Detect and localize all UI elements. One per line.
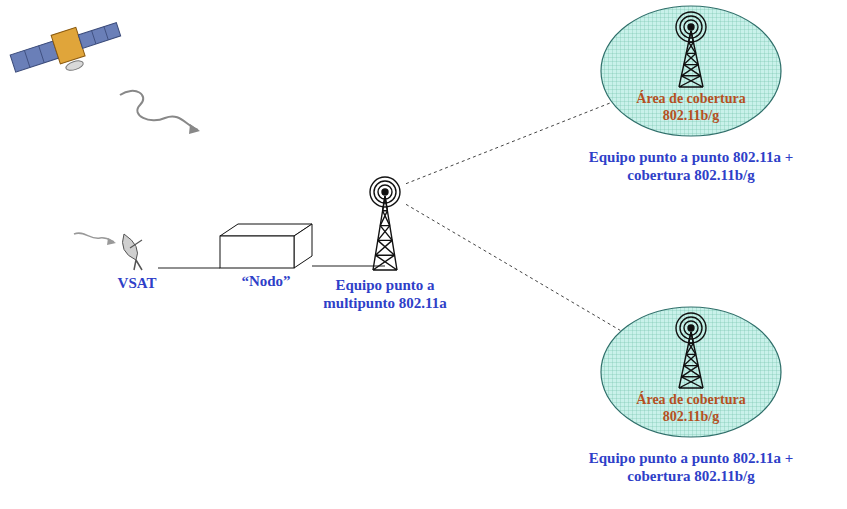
coverage-area: Área de cobertura 802.11b/gEquipo punto … (600, 306, 782, 438)
coverage-area: Área de cobertura 802.11b/gEquipo punto … (600, 5, 782, 137)
cable-link (158, 267, 220, 268)
satellite (8, 15, 126, 87)
node-shape (116, 226, 158, 270)
area-label: Área de cobertura 802.11b/g (626, 392, 756, 426)
downlink-arrow (74, 233, 116, 245)
node-label: Equipo punto a multipunto 802.11a (308, 276, 463, 312)
node-label: VSAT (97, 274, 177, 292)
node-shape (364, 176, 406, 270)
wireless-link (406, 103, 611, 184)
antenna-tower: Equipo punto a multipunto 802.11a (364, 176, 406, 270)
node-label: Equipo punto a punto 802.11a + cobertura… (589, 148, 794, 184)
node-box: “Nodo” (220, 224, 312, 268)
area-label: Área de cobertura 802.11b/g (626, 91, 756, 125)
node-label: “Nodo” (221, 272, 311, 290)
node-label: Equipo punto a punto 802.11a + cobertura… (589, 449, 794, 485)
node-shape (220, 224, 312, 268)
vsat-dish: VSAT (116, 226, 158, 270)
wireless-link (406, 204, 620, 330)
signal-arrow (120, 91, 200, 134)
